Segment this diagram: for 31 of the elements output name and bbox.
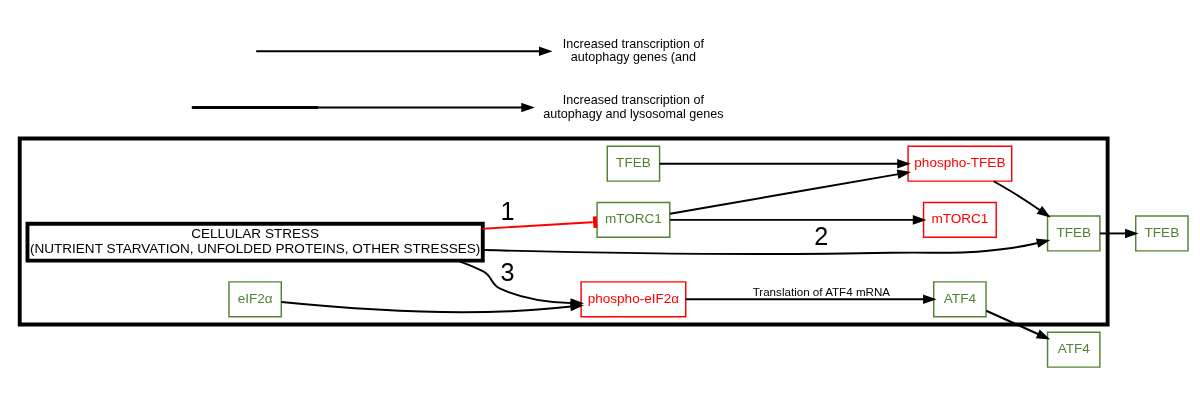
edge-label: Translation of ATF4 mRNA bbox=[752, 284, 891, 298]
connector bbox=[481, 215, 598, 230]
node-text: Increased transcription of autophagy and lysosomal genes bbox=[543, 92, 724, 121]
arrow bbox=[684, 294, 937, 304]
node-box: ATF4 bbox=[1046, 331, 1101, 368]
arrow bbox=[992, 179, 1051, 218]
node-box: TFEB bbox=[1135, 214, 1189, 252]
arrow bbox=[658, 158, 911, 168]
node-bar bbox=[191, 105, 319, 109]
node-text: Increased transcription of autophagy genes (and bbox=[562, 36, 705, 64]
arrow bbox=[1099, 228, 1139, 238]
node-box: ATF4 bbox=[933, 280, 987, 317]
arrow bbox=[317, 102, 535, 112]
arrow bbox=[255, 46, 553, 56]
node-box: mTORC1 bbox=[922, 201, 997, 238]
edge-label: 2 bbox=[814, 221, 829, 250]
node-box: TFEB bbox=[1046, 214, 1101, 252]
arrow bbox=[280, 300, 584, 313]
arrow bbox=[985, 309, 1051, 339]
arrow bbox=[669, 214, 927, 225]
node-box: CELLULAR STRESS (NUTRIENT STARVATION, UNFOLDED PROTEINS, OTHER STRESSES) bbox=[25, 221, 485, 262]
node-box: phospho-eIF2α bbox=[580, 280, 687, 317]
cluster bbox=[17, 136, 1110, 326]
edge-label: 1 bbox=[500, 196, 515, 225]
node-box: TFEB bbox=[606, 145, 661, 182]
edge-label: 3 bbox=[500, 257, 515, 286]
node-box: phospho-TFEB bbox=[907, 145, 1013, 182]
arrow bbox=[482, 238, 1051, 255]
arrow bbox=[669, 169, 911, 215]
node-box: eIF2α bbox=[228, 280, 282, 317]
node-box: mTORC1 bbox=[596, 201, 671, 238]
